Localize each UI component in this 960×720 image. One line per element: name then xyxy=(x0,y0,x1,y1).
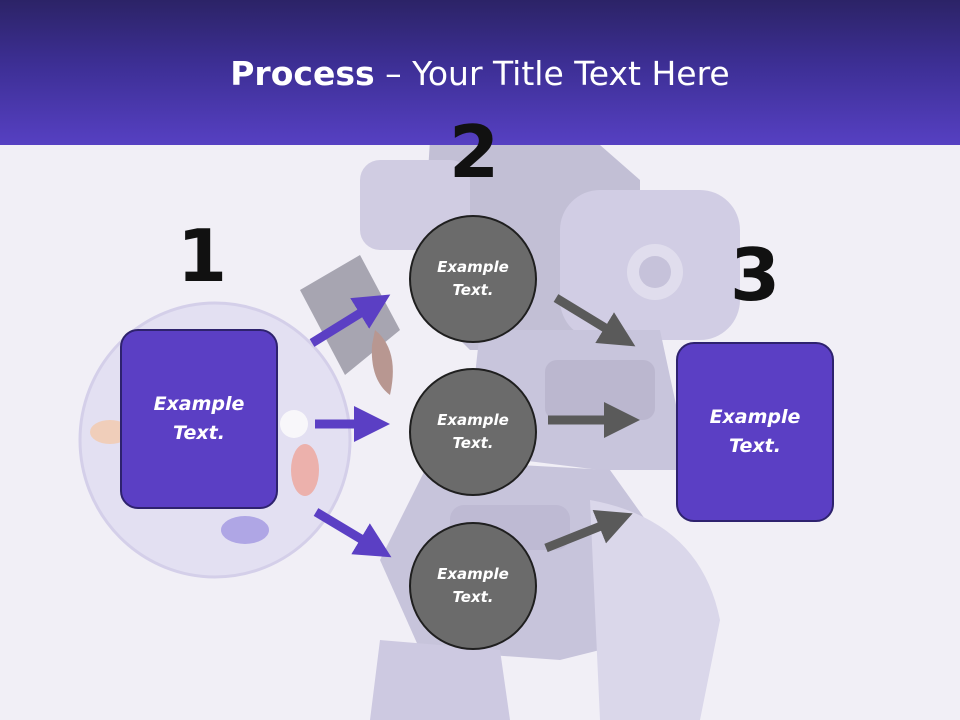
step-2-circle-1: Example Text. xyxy=(409,215,537,343)
arrow-1-to-2c xyxy=(313,508,392,558)
step-2-circle-1-label: Example Text. xyxy=(437,258,509,299)
step-2-circle-3: Example Text. xyxy=(409,522,537,650)
header-bar xyxy=(0,0,960,145)
slide-title: Process – Your Title Text Here xyxy=(0,52,960,96)
step-2-circle-3-label: Example Text. xyxy=(437,565,509,606)
step-3-box: Example Text. xyxy=(676,342,834,522)
step-2-circle-2-label: Example Text. xyxy=(437,411,509,452)
arrow-2a-to-3 xyxy=(553,294,636,347)
title-bold-part: Process xyxy=(230,54,375,93)
step-2-number: 2 xyxy=(449,110,500,194)
step-1-label: Example Text. xyxy=(153,393,245,444)
arrow-2c-to-3 xyxy=(544,509,633,553)
step-3-label: Example Text. xyxy=(709,406,801,457)
title-rest-part: – Your Title Text Here xyxy=(374,54,730,93)
step-1-number: 1 xyxy=(177,214,228,298)
step-1-box: Example Text. xyxy=(120,329,278,509)
step-3-number: 3 xyxy=(730,233,781,317)
step-2-circle-2: Example Text. xyxy=(409,368,537,496)
arrow-1-to-2a xyxy=(309,294,391,347)
